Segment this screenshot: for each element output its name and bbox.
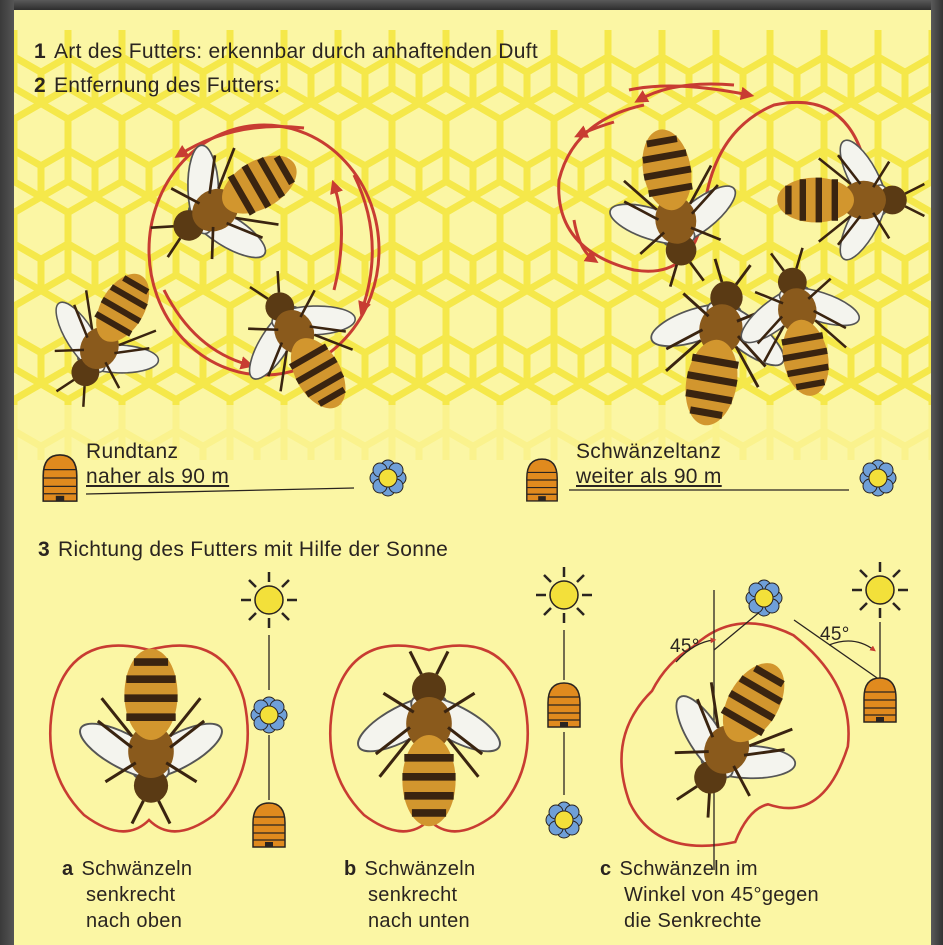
flower-icon — [860, 460, 896, 496]
bee-icon — [73, 649, 229, 824]
flower-icon — [370, 460, 406, 496]
beehive-icon — [527, 459, 557, 501]
sun-icon — [852, 562, 908, 618]
flower-icon — [746, 580, 782, 616]
panel-a-diagram — [50, 572, 297, 847]
round-dance-distance: naher als 90 m — [86, 465, 229, 489]
waggle-dance-distance: weiter als 90 m — [576, 465, 722, 489]
flower-icon — [546, 802, 582, 838]
section-3-heading: 3Richtung des Futters mit Hilfe der Sonn… — [38, 538, 448, 562]
caption-b: bSchwänzeln senkrecht nach unten — [344, 856, 475, 934]
sun-icon — [536, 567, 592, 623]
caption-c: cSchwänzeln im Winkel von 45°gegen die S… — [600, 856, 819, 934]
round-dance-label: Rundtanz — [86, 440, 178, 464]
caption-a: aSchwänzeln senkrecht nach oben — [62, 856, 192, 934]
sun-icon — [241, 572, 297, 628]
bee-icon — [351, 651, 507, 826]
flower-icon — [251, 697, 287, 733]
bee-icon — [628, 628, 839, 846]
angle-label-left: 45° — [670, 636, 700, 658]
bee-dance-panel: 1Art des Futters: erkennbar durch anhaft… — [14, 10, 931, 945]
header-line-1: 1Art des Futters: erkennbar durch anhaft… — [34, 40, 538, 64]
beehive-icon — [43, 455, 77, 501]
header-line-2: 2Entfernung des Futters: — [34, 74, 280, 98]
angle-label-right: 45° — [820, 624, 850, 646]
waggle-dance-label: Schwänzeltanz — [576, 440, 721, 464]
panel-b-diagram — [330, 567, 592, 838]
frame-right — [931, 0, 943, 945]
beehive-icon — [253, 803, 285, 847]
beehive-icon — [548, 683, 580, 727]
panel-c-diagram — [597, 562, 908, 870]
frame-left — [0, 0, 14, 945]
frame-top — [0, 0, 943, 10]
beehive-icon — [864, 678, 896, 722]
